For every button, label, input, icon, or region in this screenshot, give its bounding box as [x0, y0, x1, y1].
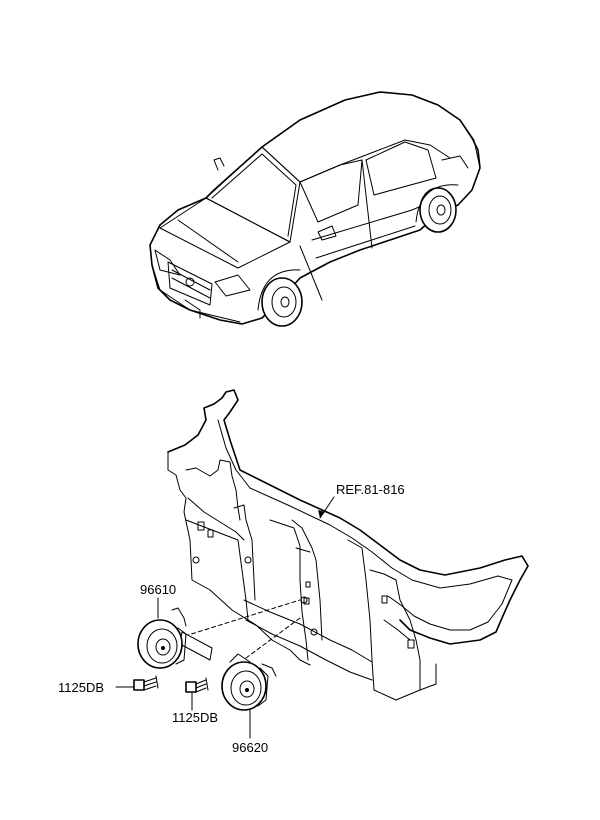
ref-label: REF.81-816	[336, 482, 405, 497]
part-number-1125db-left: 1125DB	[58, 680, 104, 695]
part-number-1125db-center: 1125DB	[172, 710, 218, 725]
part-number-96610: 96610	[140, 582, 176, 597]
mounting-guide-line	[245, 617, 301, 659]
mounting-guide-line	[184, 599, 301, 637]
bolt-icon	[185, 677, 209, 711]
front-end-module-carrier-icon	[167, 389, 529, 701]
ref-arrow-icon	[318, 510, 325, 518]
sedan-car-icon	[149, 91, 481, 327]
horn-icon	[221, 653, 277, 739]
part-number-96620: 96620	[232, 740, 268, 755]
bolt-icon	[115, 675, 159, 691]
horn-icon	[137, 597, 213, 669]
